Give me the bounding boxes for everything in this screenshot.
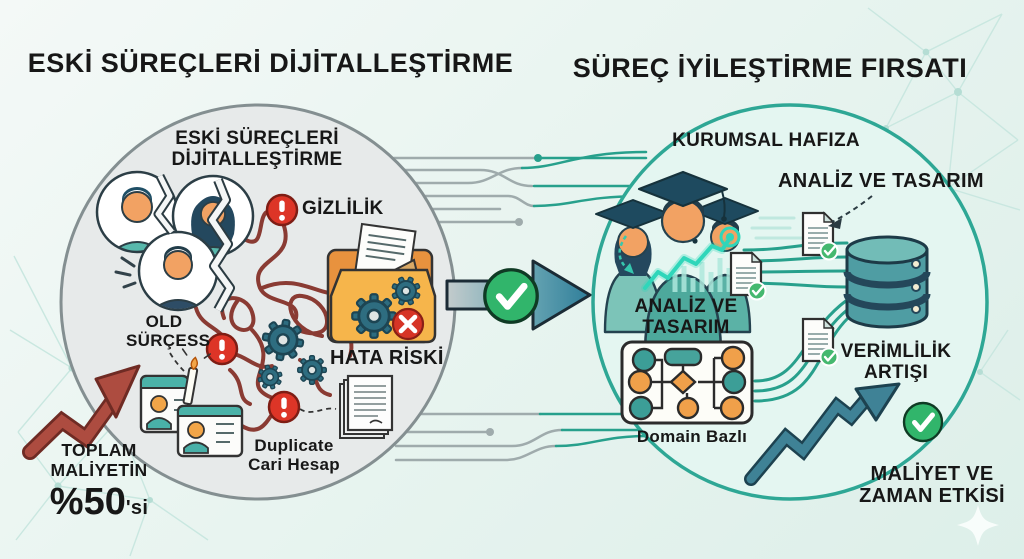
duplicate-label: Duplicate Cari Hesap — [248, 436, 340, 475]
warning-icon — [267, 390, 301, 424]
check-icon — [485, 270, 537, 322]
total-cost-metric: TOPLAM MALİYETİN %50'si — [49, 440, 149, 524]
arrowhead — [828, 218, 842, 229]
gizlilik-label: GİZLİLİK — [302, 198, 384, 219]
approved-document-icon — [801, 317, 839, 367]
crack-icon — [153, 173, 235, 313]
warning-icon — [265, 193, 299, 227]
dashed-connector — [831, 195, 873, 223]
hata-riski-label: HATA RİSKİ — [330, 347, 444, 369]
transition-arrow-icon — [445, 259, 592, 331]
graduates-icon — [595, 170, 759, 358]
paper-stack-icon — [339, 374, 394, 439]
verimlilik-label: VERİMLİLİK ARTIŞI — [840, 341, 952, 384]
dashed-connector — [169, 352, 337, 413]
left-title: ESKİ SÜREÇLERİ DİJİTALLEŞTİRME — [27, 48, 514, 78]
analiz-tasarim-label: ANALİZ VE TASARIM — [634, 296, 738, 339]
gear-icon — [296, 354, 328, 386]
cost-increase-arrow-icon — [22, 364, 141, 460]
approved-document-icon — [801, 211, 839, 261]
error-x-icon — [391, 307, 425, 341]
warning-icon — [205, 332, 239, 366]
cost-time-metric: MALİYET VE ZAMAN ETKİSİ — [859, 463, 1005, 508]
improvement-arrow-icon — [744, 382, 901, 486]
circuit-traces-bottom — [394, 412, 650, 462]
old-process-label: OLD SÜRÇESS — [126, 312, 211, 351]
analiz-tasarim-top-label: ANALİZ VE TASARIM — [778, 170, 984, 192]
broken-team-avatars-icon — [95, 170, 255, 313]
approved-document-icon — [729, 251, 767, 301]
folder-error-icon — [326, 222, 437, 344]
sparkle-icon — [957, 505, 999, 546]
trace-highlights — [750, 216, 804, 240]
domain-bazli-label: Domain Bazlı — [636, 427, 748, 446]
right-title: SÜREÇ İYİLEŞTİRME FIRSATI — [572, 53, 968, 83]
left-circle-heading: ESKİ SÜREÇLERİ DİJİTALLEŞTİRME — [171, 128, 343, 171]
check-icon — [904, 403, 942, 441]
metric-value: %50 — [49, 481, 126, 524]
flowchart-icon — [620, 340, 754, 425]
candle-icon — [181, 348, 212, 406]
right-circle-heading: KURUMSAL HAFIZA — [672, 130, 860, 151]
database-icon — [843, 235, 931, 329]
duplicate-id-cards-icon — [139, 374, 244, 458]
analytics-chart-overlay-icon — [618, 226, 741, 292]
